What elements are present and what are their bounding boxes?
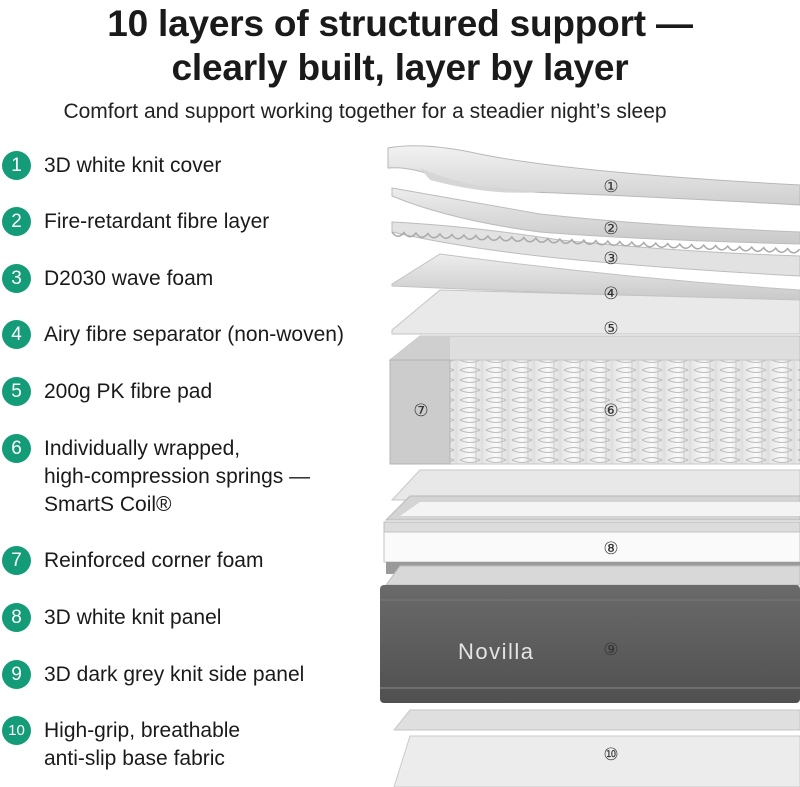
layer-number-badge: 1 bbox=[2, 151, 31, 180]
layer-label: D2030 wave foam bbox=[44, 267, 214, 290]
layer-marker-4: ④ bbox=[603, 284, 618, 303]
layer-label: Airy fibre separator (non-woven) bbox=[44, 323, 344, 346]
layer-number-badge: 6 bbox=[2, 434, 31, 463]
layer-label: 3D dark grey knit side panel bbox=[44, 663, 305, 686]
layer-marker-6: ⑥ bbox=[603, 401, 618, 420]
mattress-exploded-illustration: Novilla ① ② ③ ④ ⑤ ⑥ ⑦ ⑧ ⑨ ⑩ bbox=[380, 145, 800, 787]
layer-3-wave-foam-shape bbox=[391, 221, 800, 277]
layer-label: Reinforced corner foam bbox=[44, 549, 264, 572]
layer-label: 3D white knit cover bbox=[44, 154, 222, 177]
layer-number-badge: 9 bbox=[2, 660, 31, 689]
layer-marker-9: ⑨ bbox=[603, 640, 618, 659]
layer-8-knit-panel-shape bbox=[383, 495, 800, 574]
layer-marker-5: ⑤ bbox=[603, 319, 618, 338]
layer-number-badge: 10 bbox=[2, 716, 31, 745]
layer-list: 1 3D white knit cover 2 Fire-retardant f… bbox=[0, 0, 380, 787]
layer-marker-8: ⑧ bbox=[603, 539, 618, 558]
layer-label: Fire-retardant fibre layer bbox=[44, 210, 270, 233]
page-subtitle: Comfort and support working together for… bbox=[63, 100, 667, 123]
layer-marker-7: ⑦ bbox=[413, 401, 428, 420]
layer-number-badge: 5 bbox=[2, 377, 31, 406]
layer-number-badge: 7 bbox=[2, 546, 31, 575]
title-line-1: 10 layers of structured support — bbox=[107, 3, 693, 44]
layer-6-spring-unit-shape bbox=[388, 335, 800, 465]
title-line-2: clearly built, layer by layer bbox=[171, 47, 629, 88]
brand-logo: Novilla bbox=[458, 639, 535, 664]
layer-10-base-fabric-shape bbox=[392, 709, 800, 787]
layer-1-cover-shape bbox=[387, 145, 800, 206]
page-title: 10 layers of structured support — clearl… bbox=[0, 2, 800, 90]
layer-label: High-grip, breathable anti-slip base fab… bbox=[44, 719, 241, 770]
layer-7-corner-foam-shape bbox=[389, 336, 451, 465]
layer-marker-2: ② bbox=[603, 219, 618, 238]
layer-marker-1: ① bbox=[603, 177, 618, 196]
layer-number-badge: 4 bbox=[2, 320, 31, 349]
layer-2-fibre-shape bbox=[391, 187, 800, 245]
layer-label: Individually wrapped, high-compression s… bbox=[44, 437, 311, 516]
layer-label: 3D white knit panel bbox=[44, 606, 222, 629]
layer-9-side-panel-shape: Novilla bbox=[380, 565, 800, 703]
layer-number-badge: 8 bbox=[2, 603, 31, 632]
layer-label: 200g PK fibre pad bbox=[44, 380, 213, 403]
layer-marker-3: ③ bbox=[603, 249, 618, 268]
layer-5-fibre-pad-shape bbox=[391, 289, 800, 335]
layer-4-separator-shape bbox=[391, 253, 800, 301]
layer-marker-10: ⑩ bbox=[603, 745, 618, 764]
layer-number-badge: 2 bbox=[2, 207, 31, 236]
layer-number-badge: 3 bbox=[2, 264, 31, 293]
